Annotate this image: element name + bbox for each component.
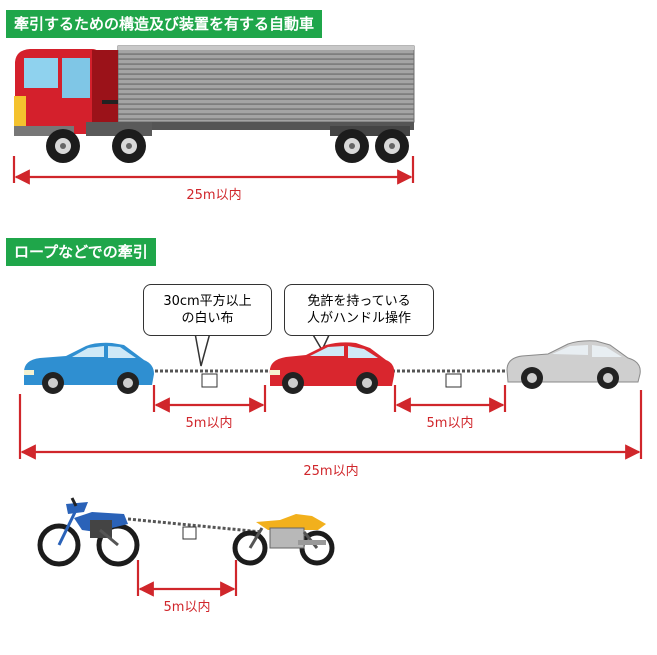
motorcycle-blue [37, 497, 140, 567]
bike-dimension [136, 560, 238, 597]
tractor-cab [14, 49, 118, 136]
truck-length-label: 25m以内 [186, 188, 242, 203]
callout-line: の白い布 [181, 311, 234, 326]
callout-line: 人がハンドル操作 [306, 311, 411, 326]
truck-wheel [375, 129, 409, 163]
car-silver [506, 340, 641, 389]
trailer-chassis [118, 122, 414, 130]
tractor-trailer [14, 45, 415, 163]
rope-section-title: ロープなどでの牽引 [6, 238, 156, 266]
car-gap-right-label: 5m以内 [426, 416, 474, 431]
truck-wheel [46, 129, 80, 163]
callout-line: 免許を持っている [307, 294, 411, 309]
white-cloth-marker [201, 373, 218, 388]
cab-window [62, 58, 90, 98]
car-dimension-right [393, 385, 507, 413]
white-cloth-marker [182, 526, 197, 540]
motorcycle-yellow [232, 514, 335, 566]
truck-dimension [12, 156, 415, 185]
trailer-box [117, 45, 415, 123]
truck-wheel [112, 129, 146, 163]
truck-wheel [335, 129, 369, 163]
white-cloth-marker [445, 373, 462, 388]
car-gap-left-label: 5m以内 [185, 416, 233, 431]
car-dimension-left [152, 385, 267, 413]
car-total-label: 25m以内 [303, 464, 359, 479]
car-blue [24, 342, 154, 394]
car-red [269, 342, 395, 394]
white-cloth-callout: 30cm平方以上 の白い布 [143, 284, 272, 336]
callout-line: 30cm平方以上 [163, 294, 252, 309]
callout-tail [194, 332, 211, 367]
licensed-driver-callout: 免許を持っている 人がハンドル操作 [284, 284, 434, 336]
bike-gap-label: 5m以内 [163, 600, 211, 615]
cab-windshield [24, 58, 58, 88]
truck-section-title: 牽引するための構造及び装置を有する自動車 [6, 10, 323, 38]
trailer-axle-housing [330, 126, 410, 136]
tow-rope [127, 517, 263, 534]
car-dimension-total [18, 390, 643, 460]
